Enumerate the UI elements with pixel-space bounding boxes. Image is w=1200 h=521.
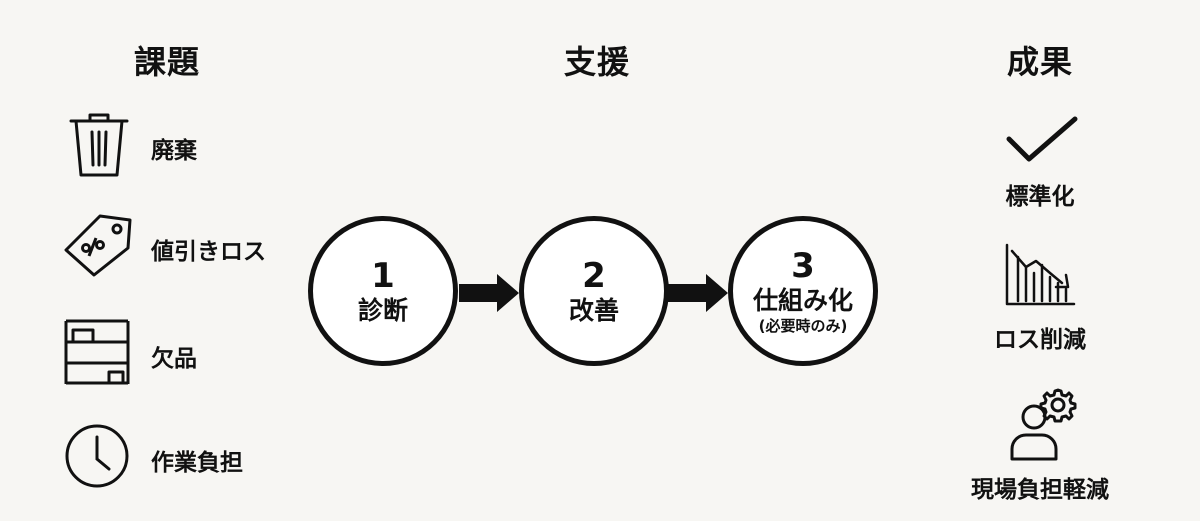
step-3-number: 3 xyxy=(791,246,815,286)
trash-icon xyxy=(69,113,129,177)
result-label-loss-reduction: ロス削減 xyxy=(994,327,1086,353)
checkmark-icon xyxy=(1006,116,1078,162)
arrow-1-to-2-icon xyxy=(459,274,519,312)
step-3-name: 仕組み化 xyxy=(752,286,853,315)
step-2-circle: 2 改善 xyxy=(519,216,669,366)
issue-label-waste: 廃棄 xyxy=(151,138,197,164)
issues-heading: 課題 xyxy=(133,43,201,81)
empty-shelf-icon xyxy=(64,319,130,385)
results-heading: 成果 xyxy=(1006,43,1074,81)
issue-label-workload: 作業負担 xyxy=(151,450,243,476)
step-1-name: 診断 xyxy=(357,296,408,325)
clock-icon xyxy=(65,424,129,488)
support-heading: 支援 xyxy=(563,43,631,81)
step-2-number: 2 xyxy=(582,256,606,296)
discount-tag-icon xyxy=(64,214,132,277)
step-1-number: 1 xyxy=(371,256,395,296)
issue-label-markdown-loss: 値引きロス xyxy=(151,239,266,265)
step-1-circle: 1 診断 xyxy=(308,216,458,366)
step-3-circle: 3 仕組み化 (必要時のみ) xyxy=(728,216,878,366)
step-2-name: 改善 xyxy=(568,296,619,325)
result-label-standardization: 標準化 xyxy=(1005,184,1075,210)
arrow-2-to-3-icon xyxy=(668,274,728,312)
step-3-note: (必要時のみ) xyxy=(758,317,848,335)
issue-label-stockout: 欠品 xyxy=(151,346,197,372)
person-gear-icon xyxy=(1010,388,1077,461)
declining-chart-icon xyxy=(1005,243,1076,306)
result-label-field-burden-reduction: 現場負担軽減 xyxy=(971,477,1109,503)
